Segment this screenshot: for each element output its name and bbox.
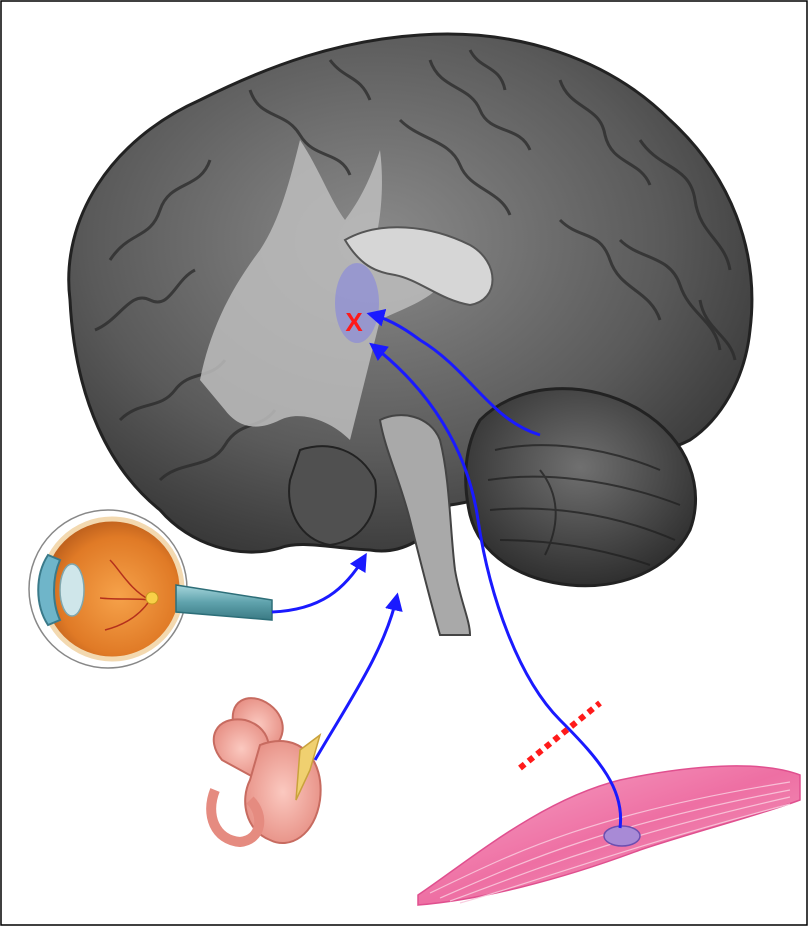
lesion-marker: X xyxy=(345,307,363,337)
inner-ear-icon xyxy=(211,698,320,843)
pathway-vestibular xyxy=(315,596,397,760)
pathway-disruption-mark xyxy=(520,703,600,768)
pathway-visual xyxy=(272,556,365,612)
muscle-spindle-icon xyxy=(418,766,800,905)
